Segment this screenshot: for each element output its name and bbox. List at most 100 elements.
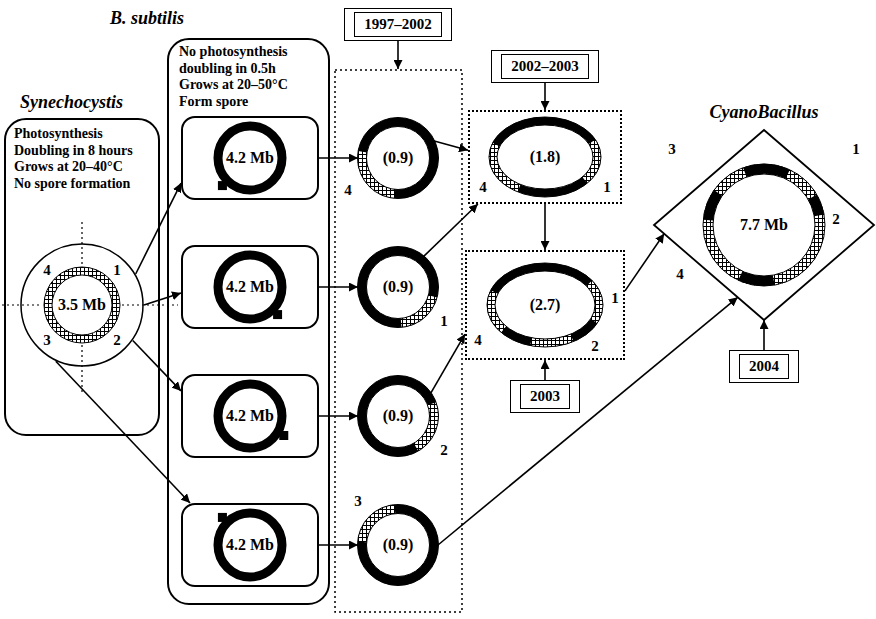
organism-box: SynechocystisPhotosynthesis Doubling in … <box>4 118 160 436</box>
genome-size: (0.9) <box>383 278 414 296</box>
year-callout: 2004 <box>729 350 799 383</box>
segment-number: 1 <box>603 179 611 196</box>
ring-edge <box>358 505 439 586</box>
ring-edge <box>487 263 603 347</box>
genome-size: (2.7) <box>530 296 561 314</box>
terminus-mark <box>218 513 227 522</box>
fragment-circle: 3(0.9) <box>358 505 438 585</box>
segment-number: 3 <box>43 332 51 349</box>
connector-arrow <box>763 320 765 350</box>
stage-frame <box>335 70 462 612</box>
segment-number: 4 <box>479 179 487 196</box>
connector-arrow <box>625 234 664 291</box>
year-callout: 2003 <box>510 380 580 413</box>
ring-segment <box>745 169 788 174</box>
connector-arrow <box>133 341 181 391</box>
connector-arrow <box>319 157 358 159</box>
chromosome-ring <box>218 126 282 190</box>
year-callout: 2002–2003 <box>491 50 599 83</box>
fragment-circle: (0.9)4 <box>358 118 438 198</box>
chromosome-ring <box>362 509 434 581</box>
segment-number: 1 <box>440 313 448 330</box>
strain-box: 4.2 Mb <box>181 245 319 329</box>
diamond-outline <box>654 130 874 320</box>
ring-edge <box>358 247 439 328</box>
connector-arrow <box>438 297 738 545</box>
genome-size: (0.9) <box>383 407 414 425</box>
connector-group <box>56 83 764 545</box>
segment-number: 1 <box>611 290 619 307</box>
ring-edge <box>358 376 439 457</box>
trait-list: Photosynthesis Doubling in 8 hours Grows… <box>14 126 138 192</box>
ring-edge <box>713 174 815 276</box>
connector-arrow <box>144 293 181 305</box>
segment-number: 4 <box>43 262 51 279</box>
terminus-mark <box>273 310 282 319</box>
organism-name: CyanoBacillus <box>709 102 818 123</box>
connector-arrow <box>434 141 468 150</box>
genome-size: (0.9) <box>383 536 414 554</box>
segment-number: 1 <box>852 141 860 158</box>
connector-arrow <box>424 204 478 256</box>
chromosome-ring <box>218 384 282 448</box>
segment-number: 4 <box>676 266 684 283</box>
organism-box: B. subtilisNo photosynthesis doubling in… <box>167 38 330 605</box>
ring-edge <box>44 267 120 343</box>
strain-box: 4.2 Mb <box>181 503 319 587</box>
segment-number: 2 <box>832 211 840 228</box>
fragment-circle: (0.9)2 <box>358 376 438 456</box>
organism-name: B. subtilis <box>110 8 184 29</box>
ring-edge <box>489 117 601 197</box>
ring-edge <box>497 125 593 189</box>
callout-arrow <box>397 37 399 69</box>
terminus-mark <box>279 431 288 440</box>
segment-number: 2 <box>113 332 121 349</box>
ring-segment <box>740 276 773 281</box>
ring-segment <box>401 296 433 323</box>
connector-arrow <box>319 286 358 288</box>
connector-arrow <box>544 360 546 380</box>
chromosome-ring <box>708 169 820 281</box>
organism-name: Synechocystis <box>20 92 123 113</box>
ring-edge <box>367 127 430 190</box>
quadrant-crosshair <box>2 222 178 392</box>
connector-arrow <box>319 415 358 417</box>
connector-arrow <box>56 361 190 503</box>
terminus-mark <box>218 181 227 190</box>
genome-size: (0.9) <box>383 149 414 167</box>
genome-size: 7.7 Mb <box>740 216 788 234</box>
connector-arrow <box>544 83 546 110</box>
connector-arrow <box>431 334 465 393</box>
segment-number: 4 <box>344 182 352 199</box>
fragment-circle: (0.9)1 <box>358 247 438 327</box>
genome-size: (1.8) <box>530 148 561 166</box>
segment-number: 4 <box>474 332 482 349</box>
chromosome-ring <box>491 267 599 343</box>
ring-segment <box>416 404 434 447</box>
circle-outline <box>21 244 143 366</box>
chromosome-ring <box>362 380 434 452</box>
ring-edge <box>495 271 595 339</box>
genome-size: 4.2 Mb <box>226 536 274 554</box>
ring-edge <box>367 385 430 448</box>
genome-size: 4.2 Mb <box>226 278 274 296</box>
chromosome-ring <box>362 122 434 194</box>
year-label: 2004 <box>739 354 789 379</box>
illustration <box>2 37 462 612</box>
chromosome-ring <box>48 271 116 339</box>
crosshair-line <box>122 304 178 305</box>
ring-edge <box>367 514 430 577</box>
ring-edge <box>367 256 430 319</box>
ring-segment <box>589 283 599 321</box>
segment-number: 3 <box>668 141 676 158</box>
strain-box: 4.2 Mb <box>181 116 319 200</box>
connector-arrow <box>544 204 546 250</box>
genome-size: 3.5 Mb <box>58 296 106 314</box>
ring-edge <box>358 118 439 199</box>
connector-arrow <box>319 544 358 546</box>
chromosome-ring <box>218 255 282 319</box>
chromosome-ring <box>362 251 434 323</box>
hybrid-diamond: CyanoBacillus317.7 Mb24 <box>654 130 874 320</box>
